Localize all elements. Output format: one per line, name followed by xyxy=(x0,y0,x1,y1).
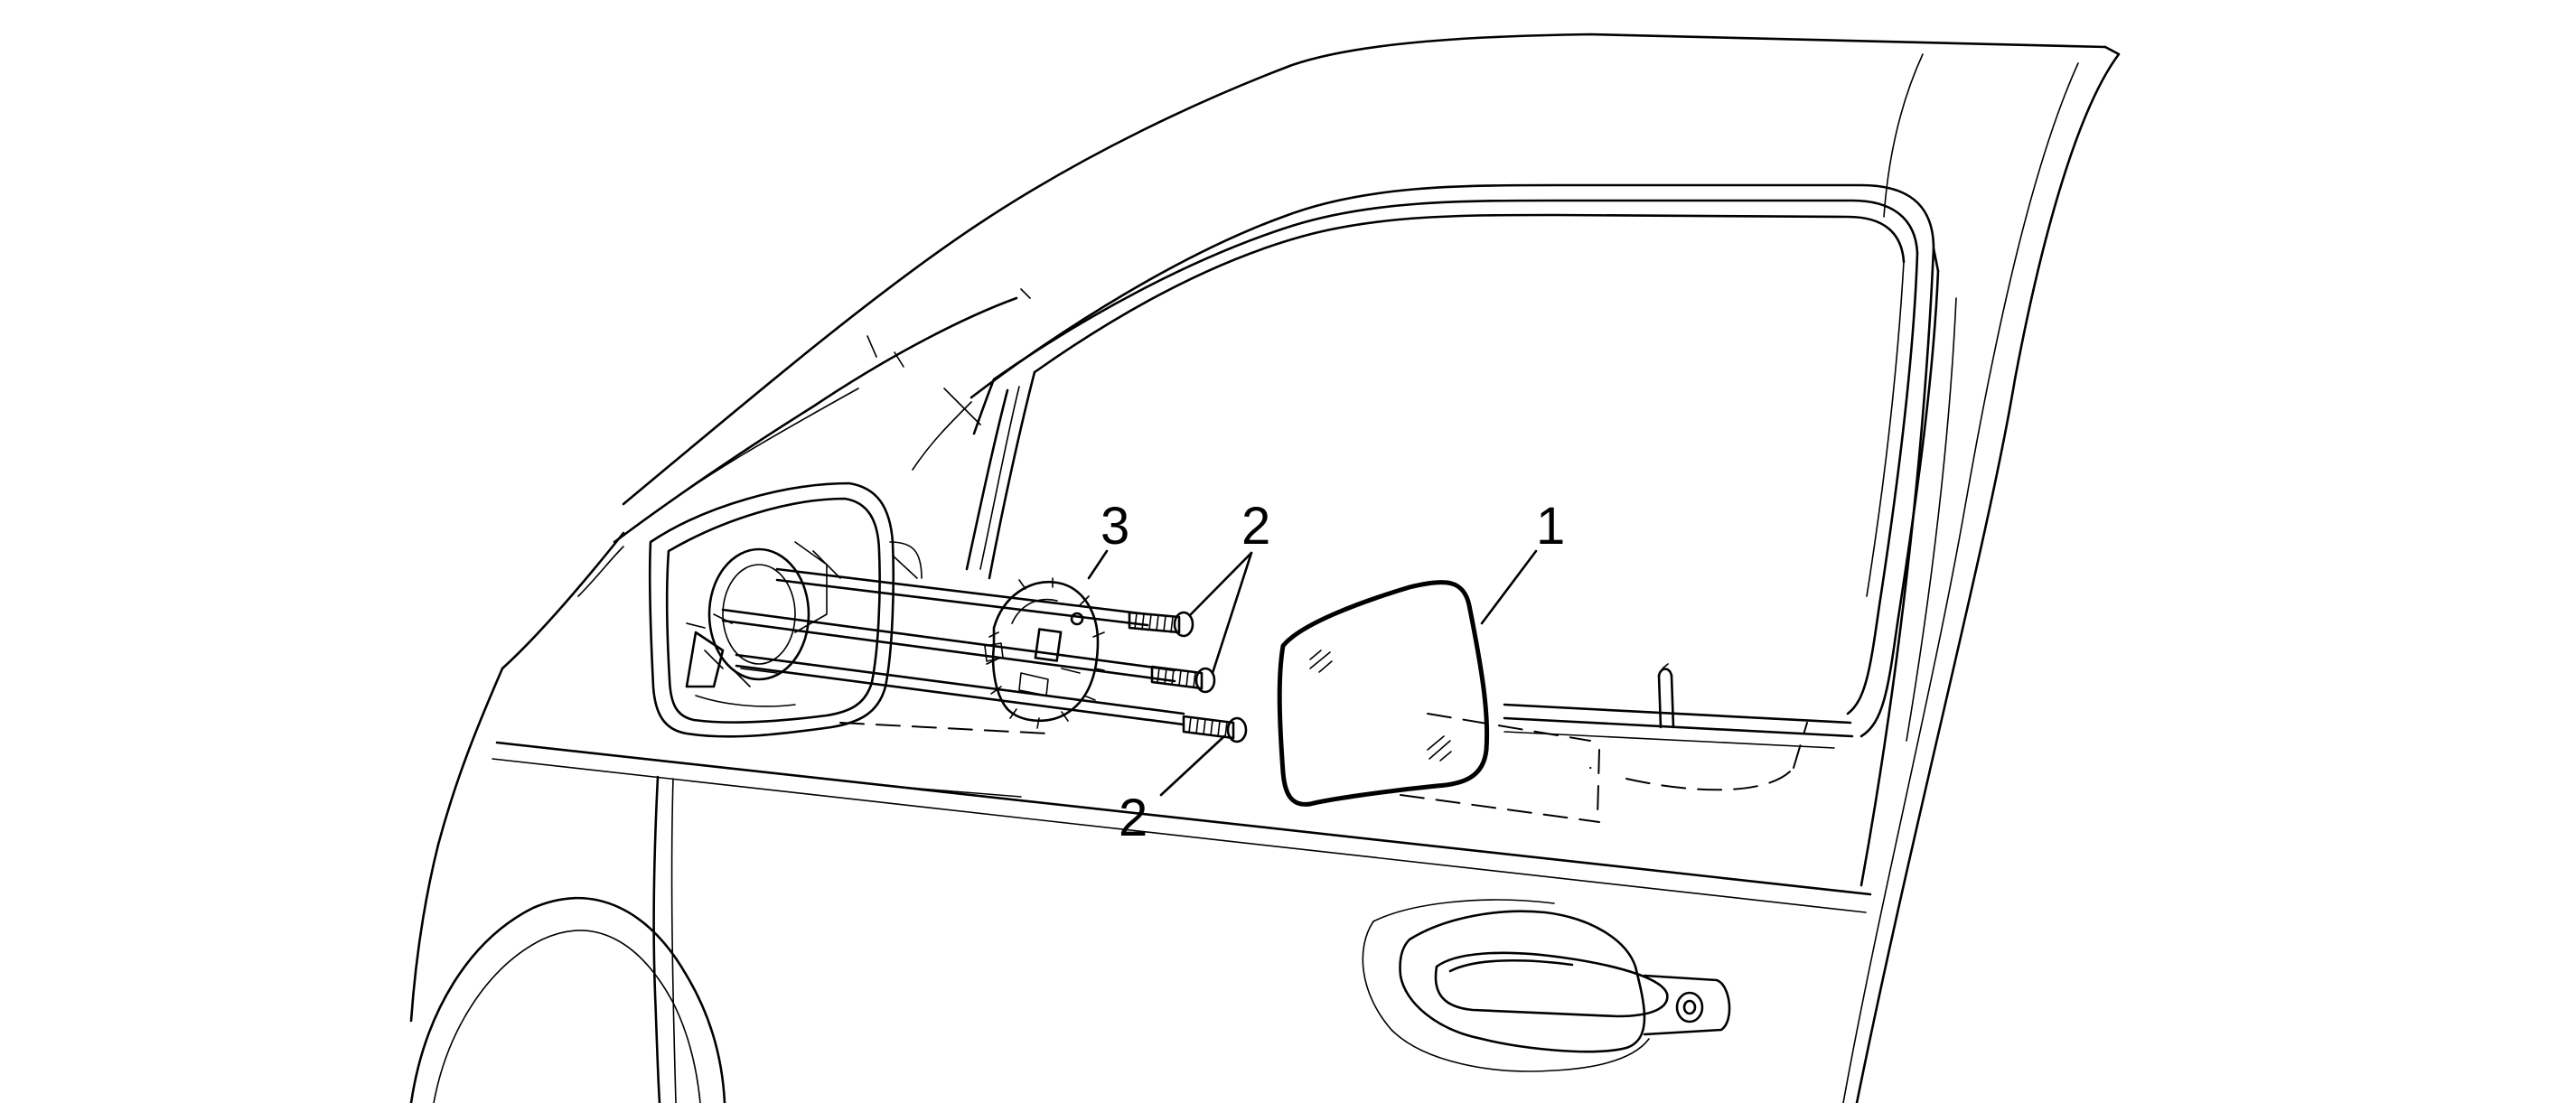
mirror-glass xyxy=(1277,580,1490,807)
callout-leaders xyxy=(1087,549,1538,797)
hidden-lines xyxy=(839,713,1808,823)
screws xyxy=(1128,611,1248,743)
callout-2-upper-label: 2 xyxy=(1241,497,1270,556)
callout-1-label: 1 xyxy=(1536,497,1565,556)
door-handle xyxy=(1362,899,1731,1072)
screw-middle xyxy=(1150,665,1216,694)
screw-lower xyxy=(1182,715,1248,743)
callout-3-label: 3 xyxy=(1101,497,1129,556)
mirror-housing xyxy=(648,481,923,738)
callout-2-lower-label: 2 xyxy=(1119,789,1147,847)
window-frame xyxy=(912,183,1957,887)
alignment-lines xyxy=(721,567,1185,726)
screw-upper xyxy=(1128,611,1194,638)
mirror-actuator xyxy=(984,577,1105,729)
door-outline xyxy=(409,33,2121,1103)
